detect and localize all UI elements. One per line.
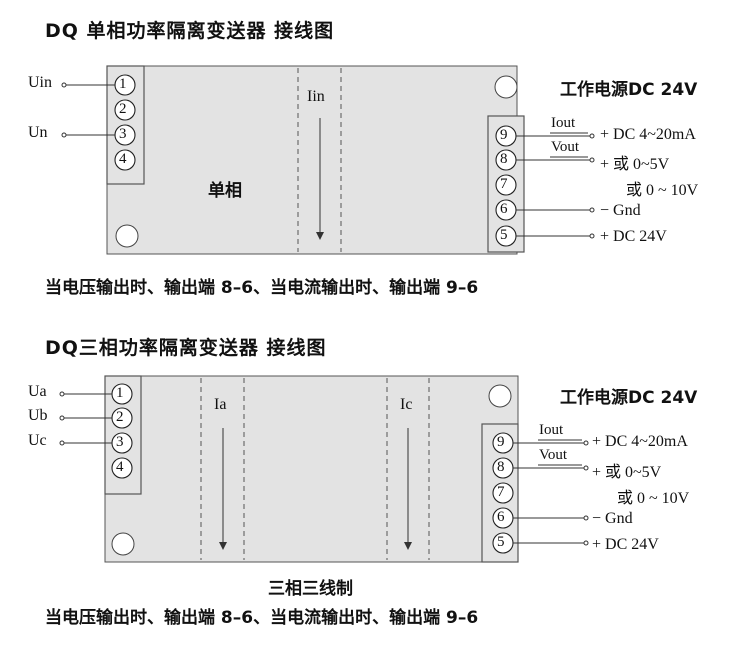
single-caption: 当电压输出时、输出端 8–6、当电流输出时、输出端 9–6: [45, 278, 479, 298]
three-terminal-3: 3: [116, 434, 124, 450]
single-module-label: 单相: [208, 181, 242, 201]
single-terminal-7: 7: [500, 176, 508, 192]
three-terminal-1: 1: [116, 385, 124, 401]
three-row-dc24v: + DC 24V: [592, 536, 659, 553]
single-terminal-6: 6: [500, 201, 508, 217]
single-mount-hole-top: [494, 75, 518, 99]
single-row-dc24v: + DC 24V: [600, 228, 667, 245]
single-terminal-9: 9: [500, 127, 508, 143]
three-row-gnd: − Gnd: [592, 510, 633, 527]
single-terminal-1: 1: [119, 76, 127, 92]
single-row-0-5v: + 或 0~5V: [600, 156, 670, 173]
single-iout-label: Iout: [551, 115, 576, 131]
single-current-label: Iin: [307, 88, 325, 105]
single-terminal-3: 3: [119, 126, 127, 142]
three-input-label-ua: Ua: [28, 383, 47, 400]
single-input-label-un: Un: [28, 124, 48, 141]
three-input-terminals: [111, 383, 133, 479]
single-terminal-8: 8: [500, 151, 508, 167]
single-mount-hole-bottom: [115, 224, 139, 248]
single-vout-label: Vout: [551, 139, 580, 155]
single-row-4-20ma: + DC 4~20mA: [600, 126, 696, 143]
single-input-label-uin: Uin: [28, 74, 52, 91]
three-current-label-ic: Ic: [400, 396, 413, 413]
three-board: [104, 375, 519, 563]
three-input-label-uc: Uc: [28, 432, 47, 449]
three-input-label-ub: Ub: [28, 407, 48, 424]
three-terminal-8: 8: [497, 459, 505, 475]
three-terminal-7: 7: [497, 484, 505, 500]
three-output-terminals: [492, 432, 514, 554]
three-caption: 当电压输出时、输出端 8–6、当电流输出时、输出端 9–6: [45, 608, 479, 628]
three-terminal-6: 6: [497, 509, 505, 525]
single-terminal-5: 5: [500, 227, 508, 243]
three-terminal-4: 4: [116, 459, 124, 475]
three-phase-diagram: [59, 375, 589, 563]
single-terminal-4: 4: [119, 151, 127, 167]
three-title: DQ三相功率隔离变送器 接线图: [45, 337, 327, 359]
three-terminal-5: 5: [497, 534, 505, 550]
three-row-4-20ma: + DC 4~20mA: [592, 433, 688, 450]
three-row-0-10v: 或 0 ~ 10V: [617, 490, 690, 507]
single-title: DQ 单相功率隔离变送器 接线图: [45, 20, 335, 42]
single-input-terminals: [114, 74, 136, 171]
single-power-label: 工作电源DC 24V: [560, 80, 698, 100]
three-iout-label: Iout: [539, 422, 564, 438]
three-terminal-2: 2: [116, 409, 124, 425]
three-vout-label: Vout: [539, 447, 568, 463]
three-row-0-5v: + 或 0~5V: [592, 464, 662, 481]
single-board: [106, 65, 518, 255]
three-module-label: 三相三线制: [268, 579, 353, 599]
single-terminal-2: 2: [119, 101, 127, 117]
single-row-gnd: − Gnd: [600, 202, 641, 219]
single-row-0-10v: 或 0 ~ 10V: [626, 182, 699, 199]
three-terminal-9: 9: [497, 434, 505, 450]
three-current-label-ia: Ia: [214, 396, 227, 413]
three-power-label: 工作电源DC 24V: [560, 388, 698, 408]
single-output-terminals: [495, 125, 517, 247]
three-mount-hole-top: [488, 384, 512, 408]
three-mount-hole-bottom: [111, 532, 135, 556]
single-phase-diagram: [61, 65, 595, 255]
